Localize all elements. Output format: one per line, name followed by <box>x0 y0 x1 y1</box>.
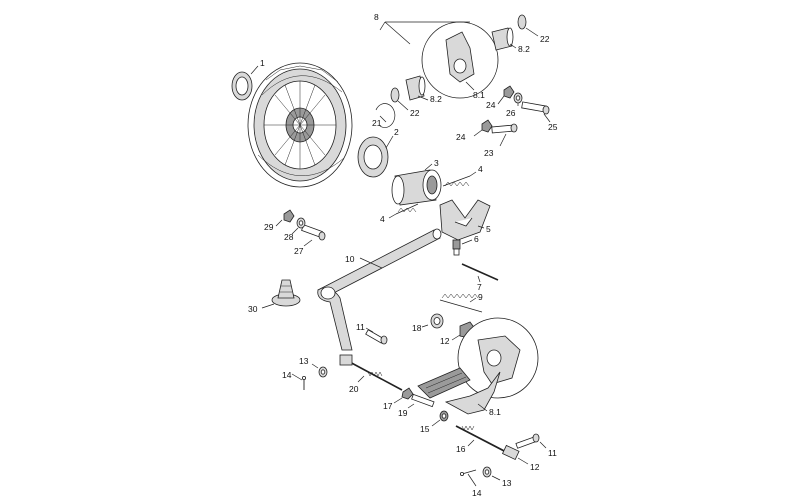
callout-15: 15 <box>420 424 430 434</box>
callout-29: 29 <box>264 222 274 232</box>
washer-22-lower <box>390 87 400 103</box>
bolt-25 <box>521 101 550 115</box>
spring-4-right <box>442 175 471 187</box>
callout-6: 6 <box>474 234 479 244</box>
callout-8-2b: 8.2 <box>518 44 530 54</box>
callout-21: 21 <box>372 118 382 128</box>
callout-3: 3 <box>434 158 439 168</box>
callout-14a: 14 <box>282 370 292 380</box>
grease-nipple-6 <box>452 239 461 256</box>
callout-17: 17 <box>383 401 393 411</box>
pin-19 <box>411 393 435 408</box>
callout-20: 20 <box>349 384 359 394</box>
callout-11a: 11 <box>356 322 365 332</box>
callout-13a: 13 <box>299 356 309 366</box>
callout-8: 8 <box>374 12 379 22</box>
nut-24-upper <box>503 85 515 99</box>
bolt-11-upper <box>365 329 388 345</box>
callout-8-2a: 8.2 <box>430 94 442 104</box>
washer-13-lower <box>482 466 492 478</box>
callout-19: 19 <box>398 408 408 418</box>
callout-23: 23 <box>484 148 494 158</box>
callout-4b: 4 <box>380 214 385 224</box>
seal-ring-1 <box>231 71 253 101</box>
callout-30: 30 <box>248 304 258 314</box>
release-bearing-3 <box>391 169 442 206</box>
clutch-lever-arm <box>317 286 353 351</box>
callout-11b: 11 <box>548 448 557 458</box>
callout-13b: 13 <box>502 478 512 488</box>
bushing-18 <box>430 313 444 329</box>
bolt-23 <box>491 123 518 134</box>
callout-14b: 14 <box>472 488 482 498</box>
callout-10: 10 <box>345 254 355 264</box>
circlip-21 <box>375 103 396 128</box>
nut-29 <box>283 209 295 223</box>
callout-18: 18 <box>412 323 422 333</box>
callout-12a: 12 <box>440 336 450 346</box>
callout-9: 9 <box>478 292 483 302</box>
callout-27: 27 <box>294 246 304 256</box>
nut-17 <box>401 387 414 400</box>
callout-8-bracket <box>379 21 470 45</box>
washer-13-upper <box>318 366 328 378</box>
callout-2: 2 <box>394 127 399 137</box>
callout-7: 7 <box>477 282 482 292</box>
callout-22b: 22 <box>540 34 550 44</box>
detail-circle-upper <box>421 21 499 99</box>
callout-24a: 24 <box>486 100 496 110</box>
bolt-11-lower <box>515 433 540 449</box>
bushing-8-2-lower <box>405 75 426 101</box>
release-fork-5 <box>439 199 491 241</box>
return-spring-9 <box>439 293 483 313</box>
callout-4a: 4 <box>478 164 483 174</box>
callout-25: 25 <box>548 122 558 132</box>
callout-26: 26 <box>506 108 516 118</box>
clutch-pedal-8-1 <box>417 367 501 415</box>
cross-shaft-10 <box>317 228 442 299</box>
callout-8-1b: 8.1 <box>489 407 501 417</box>
adjust-rod-20 <box>339 354 403 391</box>
bolt-27 <box>301 224 326 241</box>
callout-8-1a: 8.1 <box>473 90 485 100</box>
bushing-8-2-upper <box>491 27 514 51</box>
detail-circle-lower <box>457 317 539 399</box>
pushrod-16 <box>455 425 520 461</box>
callout-1: 1 <box>260 58 265 68</box>
washer-22-upper <box>517 14 527 30</box>
cotter-pin-14-upper <box>301 375 306 390</box>
callout-12b: 12 <box>530 462 540 472</box>
cotter-pin-14-lower <box>459 469 477 476</box>
spring-4-left <box>395 203 419 215</box>
washer-26 <box>513 92 523 104</box>
washer-28 <box>296 217 306 229</box>
callout-22a: 22 <box>410 108 420 118</box>
rubber-boot-30 <box>271 279 301 307</box>
clutch-housing <box>247 62 353 188</box>
callout-16: 16 <box>456 444 466 454</box>
bearing-2 <box>357 136 389 178</box>
callout-28: 28 <box>284 232 294 242</box>
pin-7 <box>461 263 499 281</box>
callout-24b: 24 <box>456 132 466 142</box>
nut-24-lower <box>481 119 493 133</box>
washer-15 <box>439 410 449 422</box>
callout-5: 5 <box>486 224 491 234</box>
